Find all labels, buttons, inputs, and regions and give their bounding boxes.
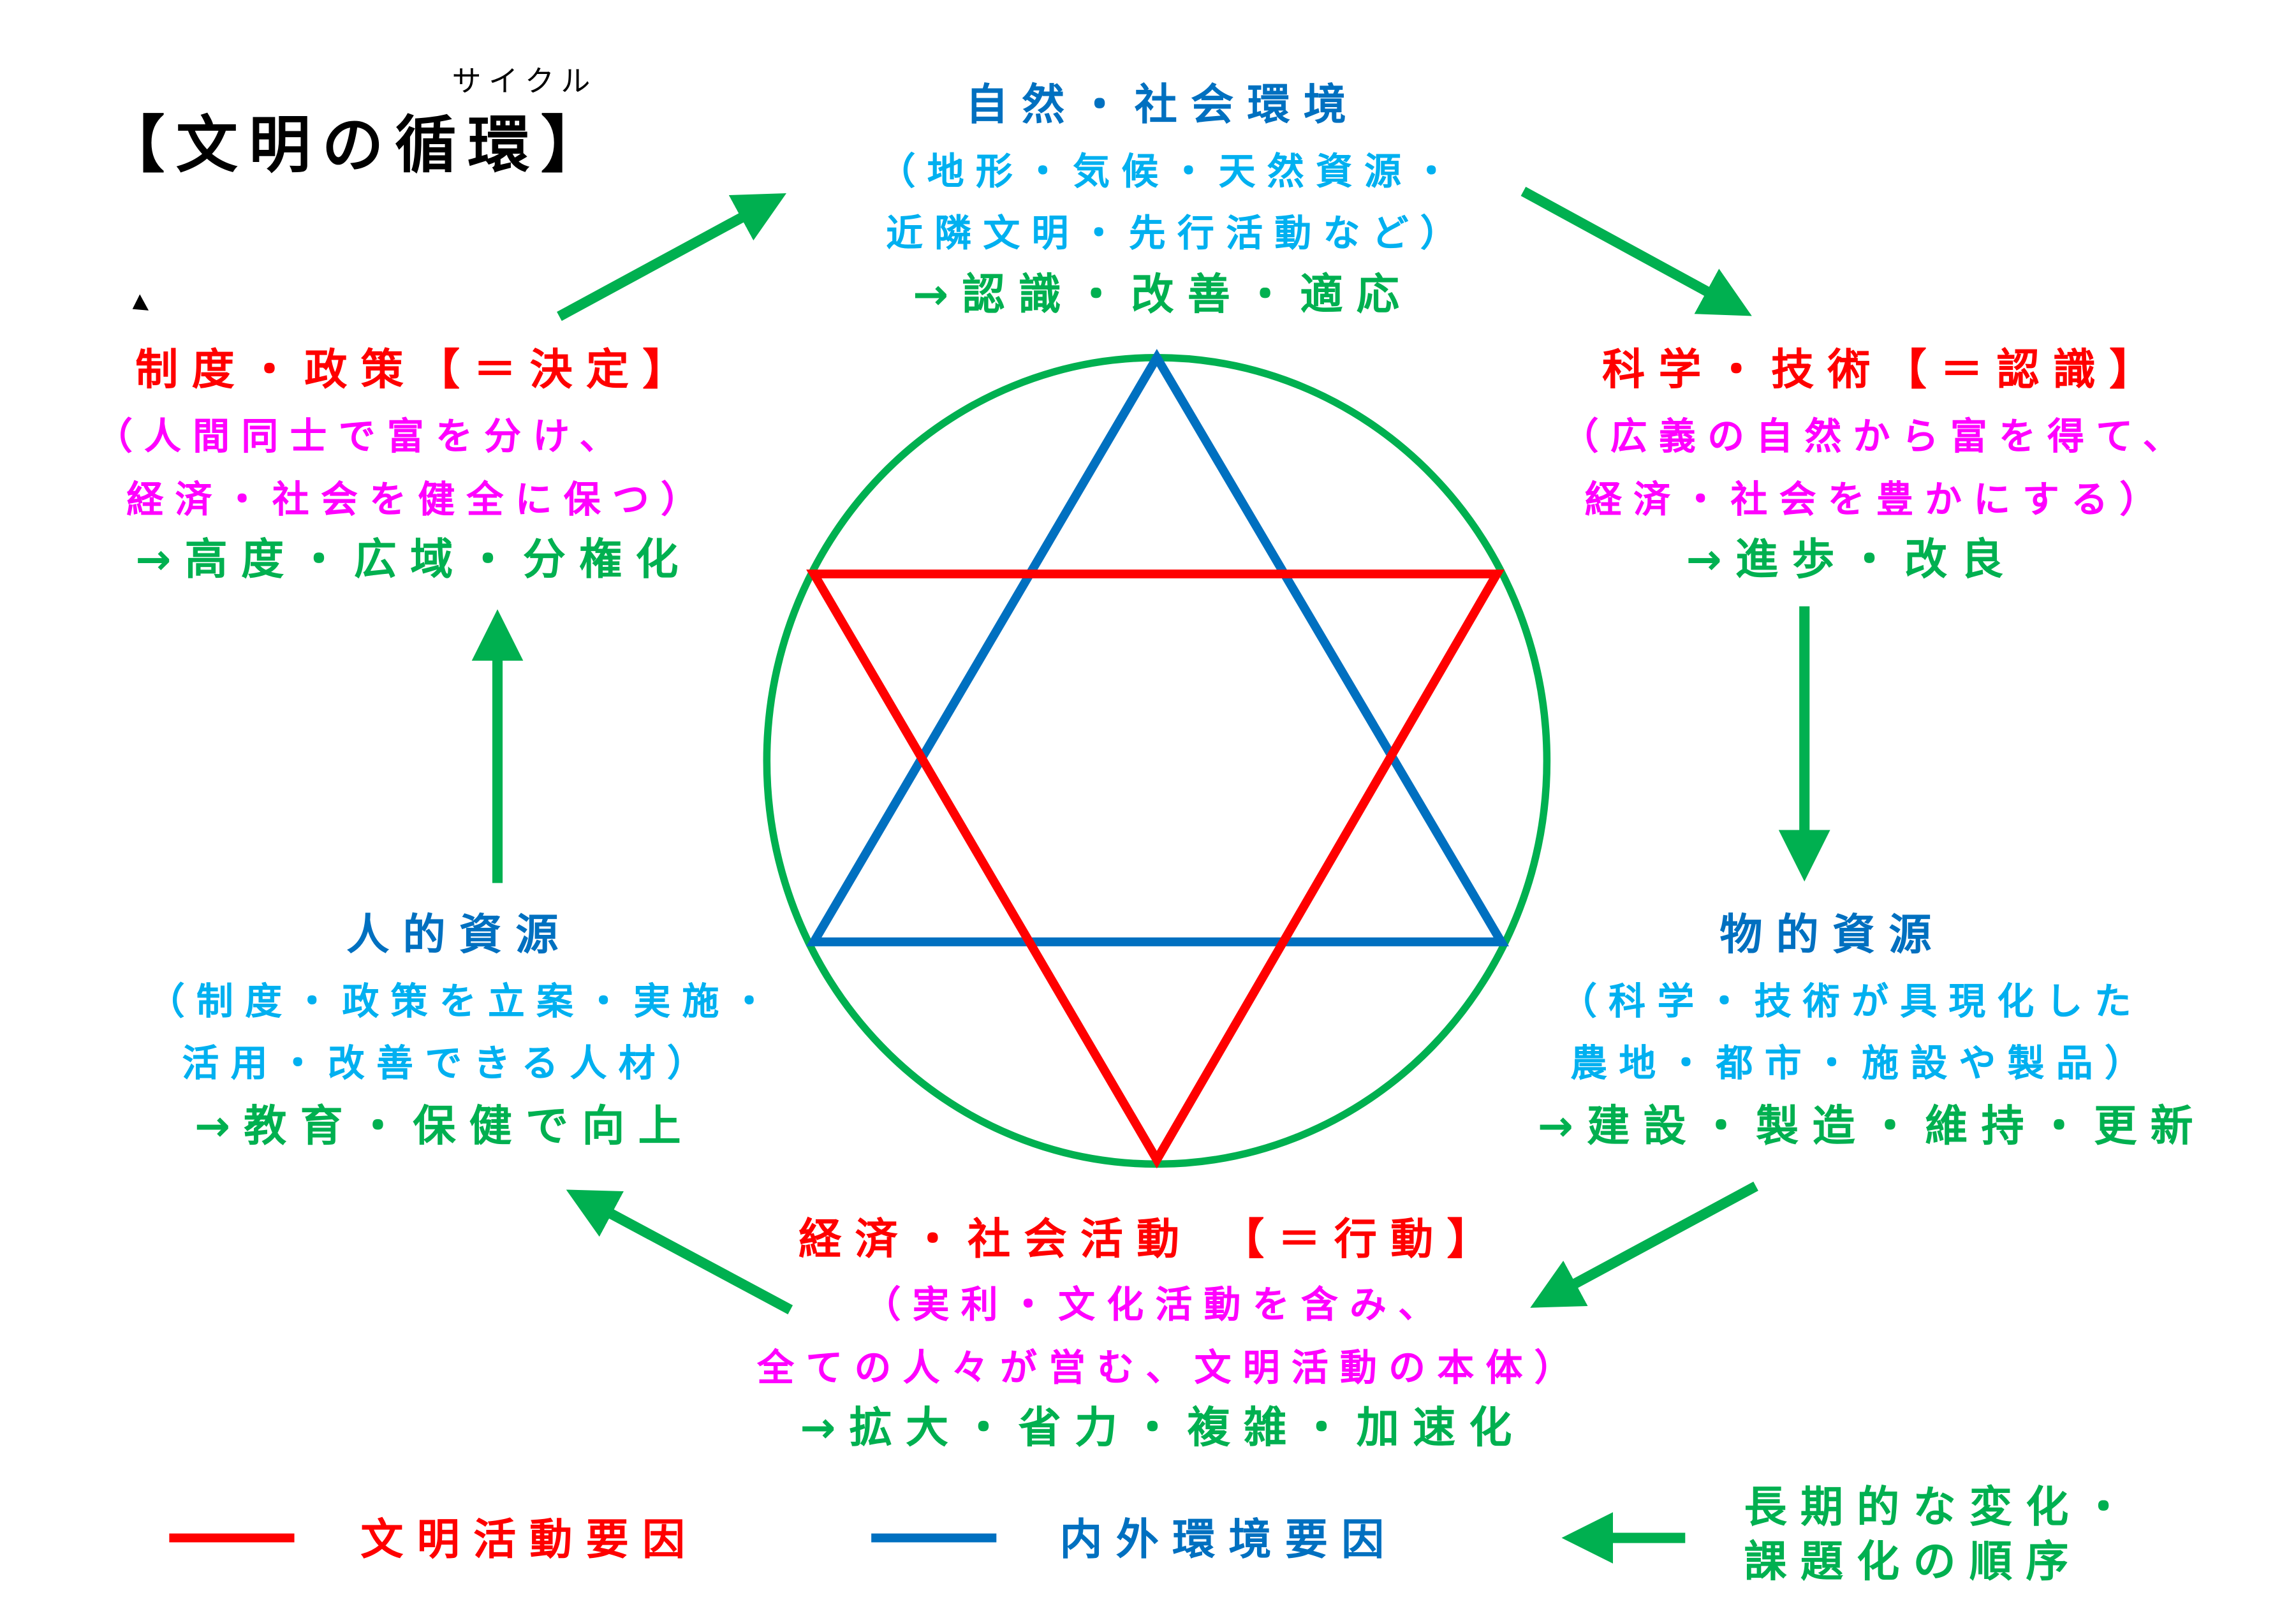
policy-effect: →高度・広域・分権化 <box>135 534 692 585</box>
science-line-2: 経済・社会を豊かにする） <box>1585 478 2168 521</box>
outer-circle <box>763 354 1551 1168</box>
science-title: 科学・技術【＝認識】 <box>1602 344 2166 395</box>
material-line-1: （科学・技術が具現化した <box>1560 980 2144 1023</box>
human-line-1: （制度・政策を立案・実施・ <box>147 980 779 1023</box>
policy-title: 制度・政策【＝決定】 <box>135 344 699 395</box>
title-ruby: サイクル <box>452 63 598 99</box>
nature-title: 自然・社会環境 <box>965 79 1360 130</box>
environment-triangle <box>806 349 1509 946</box>
nature-effect: →認識・改善・適応 <box>912 269 1413 319</box>
activity-line-2: 全ての人々が営む、文明活動の本体） <box>757 1346 1583 1390</box>
science-effect: →進歩・改良 <box>1686 534 2017 585</box>
arrow-policy-to-nature <box>557 193 787 321</box>
arrow-material-to-activity <box>1530 1181 1758 1308</box>
legend-civilization-label: 文明活動要因 <box>360 1514 699 1565</box>
human-line-2: 活用・改善できる人材） <box>182 1041 716 1085</box>
legend-order-line-1: 長期的な変化・ <box>1744 1481 2139 1532</box>
nature-line-2: 近隣文明・先行活動など） <box>886 212 1469 255</box>
page-title: 【文明の循環】 <box>103 108 614 181</box>
policy-line-2: 経済・社会を健全に保つ） <box>126 478 710 521</box>
material-effect: →建設・製造・維持・更新 <box>1537 1101 2207 1151</box>
human-title: 人的資源 <box>346 909 572 960</box>
civilization-triangle <box>806 569 1505 1169</box>
activity-title: 経済・社会活動 【＝行動】 <box>798 1214 1504 1265</box>
human-effect: →教育・保健で向上 <box>194 1101 695 1151</box>
policy-line-1: （人間同士で富を分け、 <box>96 415 628 458</box>
legend-environment-label: 内外環境要因 <box>1059 1514 1398 1565</box>
arrow-nature-to-science <box>1520 186 1752 316</box>
science-line-1: （広義の自然から富を得て、 <box>1561 415 2191 458</box>
material-line-2: 農地・都市・施設や製品） <box>1570 1041 2154 1085</box>
arrow-activity-to-human <box>566 1189 793 1314</box>
material-title: 物的資源 <box>1719 909 1945 960</box>
activity-line-1: （実利・文化活動を含み、 <box>864 1283 1447 1326</box>
legend-order-line-2: 課題化の順序 <box>1744 1536 2082 1587</box>
nature-line-1: （地形・気候・天然資源・ <box>878 150 1462 193</box>
activity-effect: →拡大・省力・複雑・加速化 <box>800 1402 1526 1453</box>
small-triangle-mark <box>132 294 149 311</box>
